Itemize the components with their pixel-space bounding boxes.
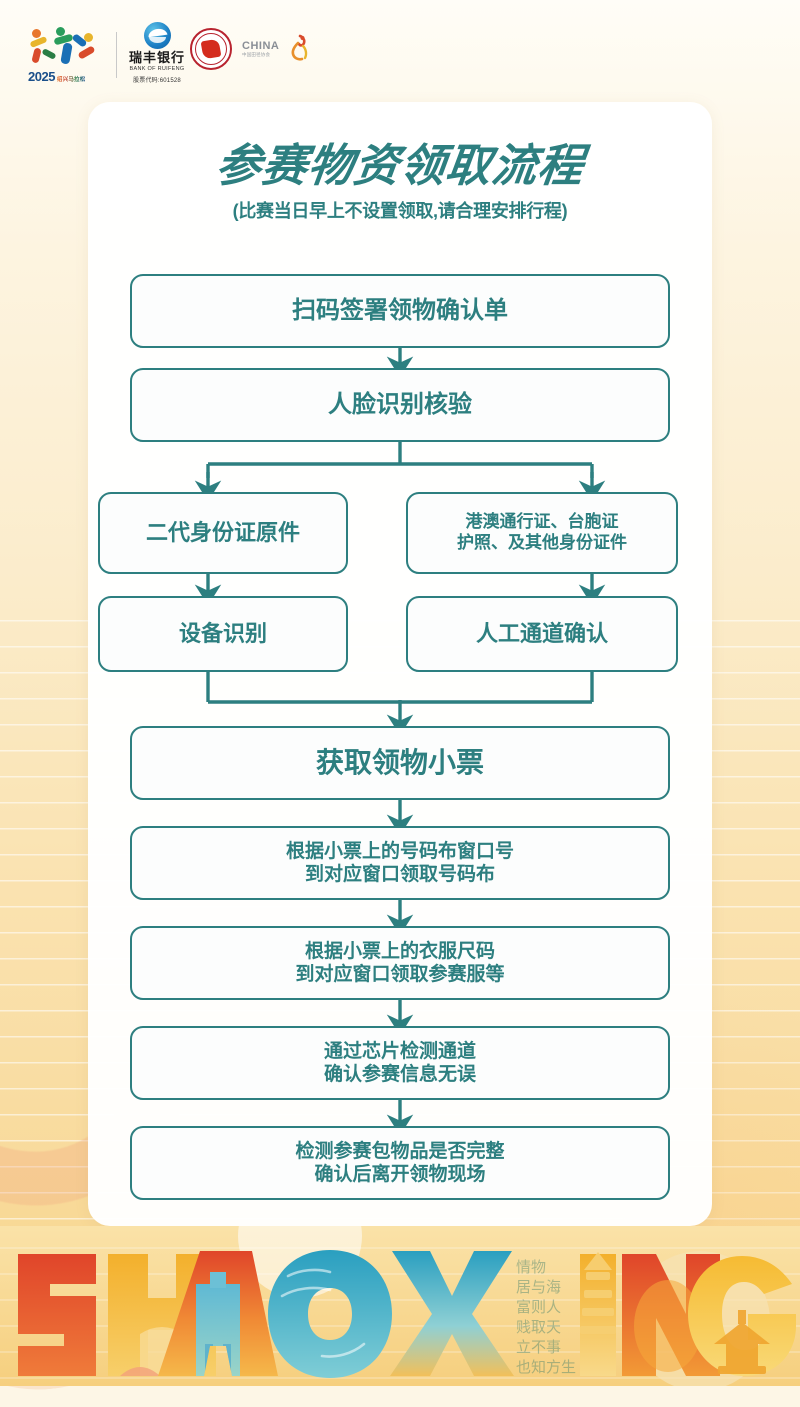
title-block: 参赛物资领取流程 (比赛当日早上不设置领取,请合理安排行程): [88, 140, 712, 223]
flow-node-n8[interactable]: 通过芯片检测通道 确认参赛信息无误: [130, 1026, 670, 1100]
bank-of-ruifeng-logo: 瑞丰银行 BANK OF RUIFENG 股票代码:601528: [129, 22, 185, 84]
flow-node-n5-label: 获取领物小票: [315, 746, 484, 778]
svg-text:居与海: 居与海: [516, 1279, 561, 1296]
flowchart: 扫码签署领物确认单 人脸识别核验 二代身份证原件 港澳通行证、台胞证 护照、及其…: [88, 262, 712, 1212]
flowchart-card: 参赛物资领取流程 (比赛当日早上不设置领取,请合理安排行程): [88, 102, 712, 1226]
flow-node-n9-label: 检测参赛包物品是否完整 确认后离开领物现场: [295, 1140, 504, 1186]
flow-node-n6-line2: 到对应窗口领取号码布: [304, 864, 495, 885]
svg-text:富则人: 富则人: [516, 1298, 561, 1316]
china-athletics-title: CHINA: [242, 39, 280, 52]
flow-node-n9-line1: 检测参赛包物品是否完整: [295, 1140, 505, 1162]
svg-text:也知方生: 也知方生: [516, 1359, 576, 1376]
bank-cn-name: 瑞丰银行: [129, 50, 186, 65]
chinese-athletic-association-emblem: [190, 28, 232, 70]
marathon-year-text: 2025: [28, 68, 55, 84]
china-athletics-logo: CHINA 中国田径协会: [242, 34, 309, 64]
bank-wave-icon: [143, 22, 171, 49]
running-figure-icon: [291, 34, 308, 61]
flow-node-n3a[interactable]: 二代身份证原件: [98, 492, 348, 574]
footer-letter-X: [390, 1251, 514, 1376]
flow-node-n7-line2: 到对应窗口领取参赛服等: [295, 964, 505, 985]
flow-node-n5[interactable]: 获取领物小票: [130, 726, 670, 800]
flow-node-n1-label: 扫码签署领物确认单: [292, 297, 508, 325]
flow-node-n2[interactable]: 人脸识别核验: [130, 368, 670, 442]
flow-node-n6-line1: 根据小票上的号码布窗口号: [285, 840, 514, 862]
flow-node-n2-label: 人脸识别核验: [328, 391, 472, 419]
flow-node-n3b-line2: 护照、及其他身份证件: [457, 533, 627, 552]
flow-node-n4b[interactable]: 人工通道确认: [406, 596, 678, 672]
flow-node-n9[interactable]: 检测参赛包物品是否完整 确认后离开领物现场: [130, 1126, 670, 1200]
bank-stock-code: 股票代码:601528: [133, 77, 181, 84]
svg-text:情物: 情物: [516, 1259, 546, 1276]
footer-pagoda-icon: [714, 1310, 770, 1374]
flow-node-n1[interactable]: 扫码签署领物确认单: [130, 274, 670, 348]
flow-node-n4b-label: 人工通道确认: [475, 620, 608, 646]
marathon-cn-label: 绍兴马拉松: [56, 76, 86, 83]
bank-en-name: BANK OF RUIFENG: [129, 65, 185, 72]
federation-logo-group: CHINA 中国田径协会: [190, 28, 309, 70]
flow-node-n3a-label: 二代身份证原件: [145, 519, 300, 545]
flow-node-n4a[interactable]: 设备识别: [98, 596, 348, 672]
page-subtitle: (比赛当日早上不设置领取,请合理安排行程): [232, 201, 568, 222]
header-logo-bar: 2025 绍兴马拉松 瑞丰银行 BANK OF RUIFENG 股票代码:601…: [0, 0, 800, 105]
footer-letter-I: [580, 1252, 616, 1376]
marathon-logo-year: 2025 绍兴马拉松: [28, 69, 104, 84]
footer-letter-O: [268, 1250, 392, 1378]
flow-node-n8-line2: 确认参赛信息无误: [323, 1064, 476, 1085]
flow-node-n4a-label: 设备识别: [178, 620, 267, 646]
marathon-runner-icons: [28, 26, 104, 67]
flow-node-n7[interactable]: 根据小票上的衣服尺码 到对应窗口领取参赛服等: [130, 926, 670, 1000]
caa-emblem-glyph: [200, 38, 222, 60]
flow-node-n6[interactable]: 根据小票上的号码布窗口号 到对应窗口领取号码布: [130, 826, 670, 900]
svg-text:贱取天: 贱取天: [516, 1319, 561, 1336]
flow-node-n9-line2: 确认后离开领物现场: [314, 1164, 486, 1185]
page-title: 参赛物资领取流程: [212, 140, 588, 191]
flow-node-n8-line1: 通过芯片检测通道: [323, 1040, 476, 1062]
footer-letter-S: [18, 1254, 96, 1376]
flow-node-n8-label: 通过芯片检测通道 确认参赛信息无误: [324, 1040, 476, 1086]
flow-node-n3b-label: 港澳通行证、台胞证 护照、及其他身份证件: [457, 512, 627, 553]
flow-node-n7-line1: 根据小票上的衣服尺码: [304, 940, 495, 962]
flow-connectors: [194, 348, 606, 1136]
svg-text:立不事: 立不事: [516, 1339, 561, 1356]
flow-node-n3b[interactable]: 港澳通行证、台胞证 护照、及其他身份证件: [406, 492, 678, 574]
footer-letter-G: [688, 1256, 796, 1376]
shaoxing-marathon-2025-logo: 2025 绍兴马拉松: [28, 26, 104, 84]
flow-node-n7-label: 根据小票上的衣服尺码 到对应窗口领取参赛服等: [295, 940, 504, 986]
china-athletics-subtitle: 中国田径协会: [242, 51, 271, 57]
flow-node-n6-label: 根据小票上的号码布窗口号 到对应窗口领取号码布: [286, 840, 514, 886]
footer-wordmark-band: 情物居与海 富则人贱取天 立不事也知方生: [0, 1226, 800, 1386]
logo-divider: [116, 31, 117, 78]
sponsor-logo-group: 2025 绍兴马拉松 瑞丰银行 BANK OF RUIFENG 股票代码:601…: [28, 22, 185, 84]
flow-node-n3b-line1: 港澳通行证、台胞证: [465, 512, 619, 532]
